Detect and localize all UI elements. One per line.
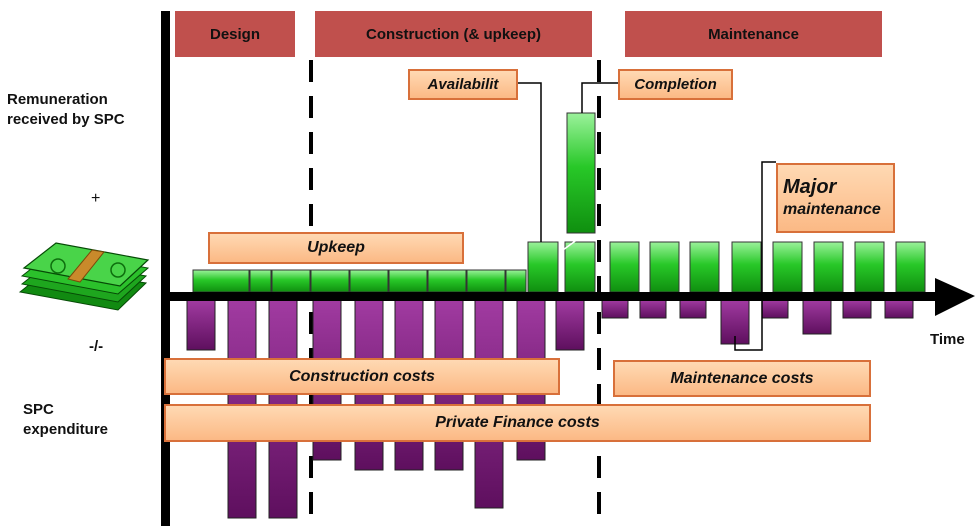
phase-design: Design	[175, 11, 295, 57]
availability-bar	[854, 241, 885, 293]
expenditure-label: SPC expenditure	[23, 401, 109, 438]
completion-callout: Completion	[618, 69, 733, 100]
time-axis	[163, 292, 951, 301]
major-maintenance-line1: Major	[783, 176, 837, 198]
major-maintenance-leader	[734, 161, 776, 351]
private-finance-costs-bar: Private Finance costs	[164, 404, 871, 442]
availability-bar	[564, 241, 596, 293]
completion-leader	[581, 82, 618, 113]
phase-maintenance: Maintenance	[625, 11, 882, 57]
availability-bar	[895, 241, 926, 293]
construction-costs-bar: Construction costs	[164, 358, 560, 395]
upkeep-bar	[466, 269, 506, 293]
major-maintenance-callout: Major maintenance	[776, 163, 895, 233]
expense-bar	[555, 299, 585, 351]
upkeep-bar	[388, 269, 428, 293]
upkeep-callout: Upkeep	[208, 232, 464, 264]
availability-leader	[518, 82, 542, 242]
availability-bar	[813, 241, 844, 293]
expense-bar	[601, 299, 629, 319]
expense-bar	[842, 299, 872, 319]
vertical-axis	[161, 11, 170, 526]
upkeep-bar	[271, 269, 311, 293]
expense-bar	[884, 299, 914, 319]
availability-bar	[689, 241, 720, 293]
availability-bar	[772, 241, 803, 293]
time-axis-arrowhead	[935, 278, 975, 316]
expense-bar	[761, 299, 789, 319]
maintenance-costs-bar: Maintenance costs	[613, 360, 871, 397]
upkeep-bar	[349, 269, 389, 293]
time-axis-label: Time	[930, 331, 965, 348]
expense-bar	[639, 299, 667, 319]
completion-connector	[562, 235, 597, 251]
upkeep-bar	[310, 269, 350, 293]
availability-bar	[649, 241, 680, 293]
upkeep-bar	[192, 269, 250, 293]
expense-bar	[679, 299, 707, 319]
availability-bar	[527, 241, 559, 293]
remuneration-label: Remuneration received by SPC	[7, 91, 125, 128]
major-maintenance-line2: maintenance	[783, 201, 881, 218]
completion-bar	[566, 112, 596, 234]
upkeep-bar	[249, 269, 272, 293]
availability-bar	[609, 241, 640, 293]
upkeep-bar	[427, 269, 467, 293]
expense-bar	[802, 299, 832, 335]
phase-construction: Construction (& upkeep)	[315, 11, 592, 57]
upkeep-bar	[505, 269, 527, 293]
remuneration-bars	[192, 112, 926, 293]
money-stack-icon	[18, 242, 150, 311]
plus-sign: +	[91, 190, 101, 207]
availability-callout: Availabilit	[408, 69, 518, 100]
availability-bar	[731, 241, 762, 293]
minus-sign: -/-	[89, 338, 104, 355]
expense-bar	[186, 299, 216, 351]
